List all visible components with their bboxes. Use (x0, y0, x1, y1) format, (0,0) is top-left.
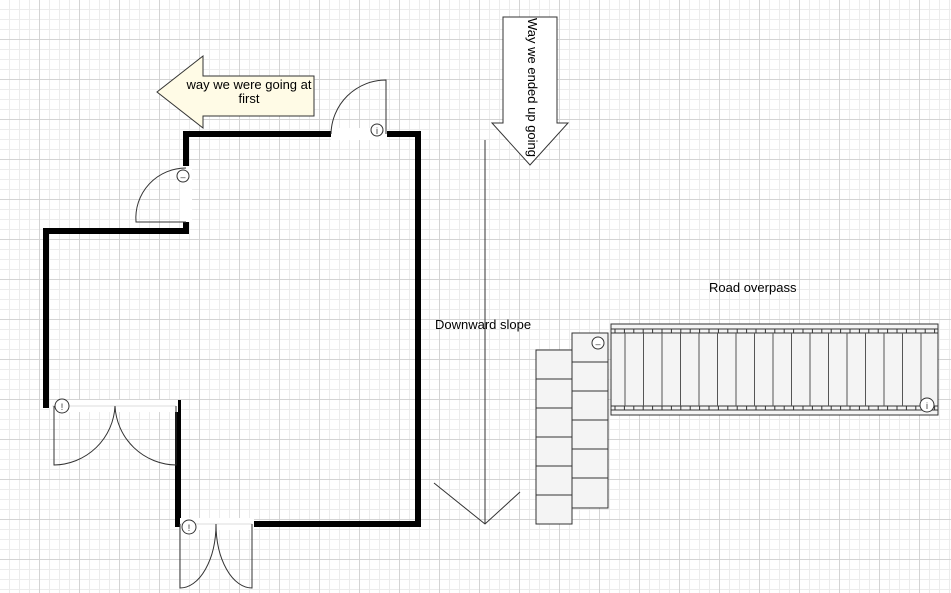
stairs: – (535, 332, 609, 525)
road-overpass: i (610, 323, 939, 416)
left-upper-door[interactable]: – (135, 166, 192, 223)
left-double-door[interactable]: ! (50, 398, 178, 466)
overpass-ties (614, 329, 936, 410)
label-road-overpass: Road overpass (709, 280, 797, 295)
overpass-marker: i (926, 401, 928, 411)
top-door[interactable]: i (330, 79, 387, 140)
left-upper-door-marker: – (180, 172, 185, 182)
bottom-double-door-marker: ! (188, 523, 191, 533)
left-double-door-marker: ! (61, 402, 64, 412)
building-walls (43, 131, 421, 527)
label-downward-slope: Downward slope (435, 317, 532, 332)
overpass-planks (624, 333, 922, 406)
stairs-marker: – (595, 339, 600, 349)
arrow-way-ended-up (490, 16, 570, 166)
top-door-marker: i (376, 126, 378, 136)
label-way-going-first: way we were going at first (186, 77, 312, 106)
label-way-ended-up: Way we ended up going (525, 18, 540, 158)
bottom-double-door[interactable]: ! (179, 518, 254, 589)
arrow-way-going-first (156, 54, 315, 130)
downward-slope-arrow (433, 140, 521, 525)
